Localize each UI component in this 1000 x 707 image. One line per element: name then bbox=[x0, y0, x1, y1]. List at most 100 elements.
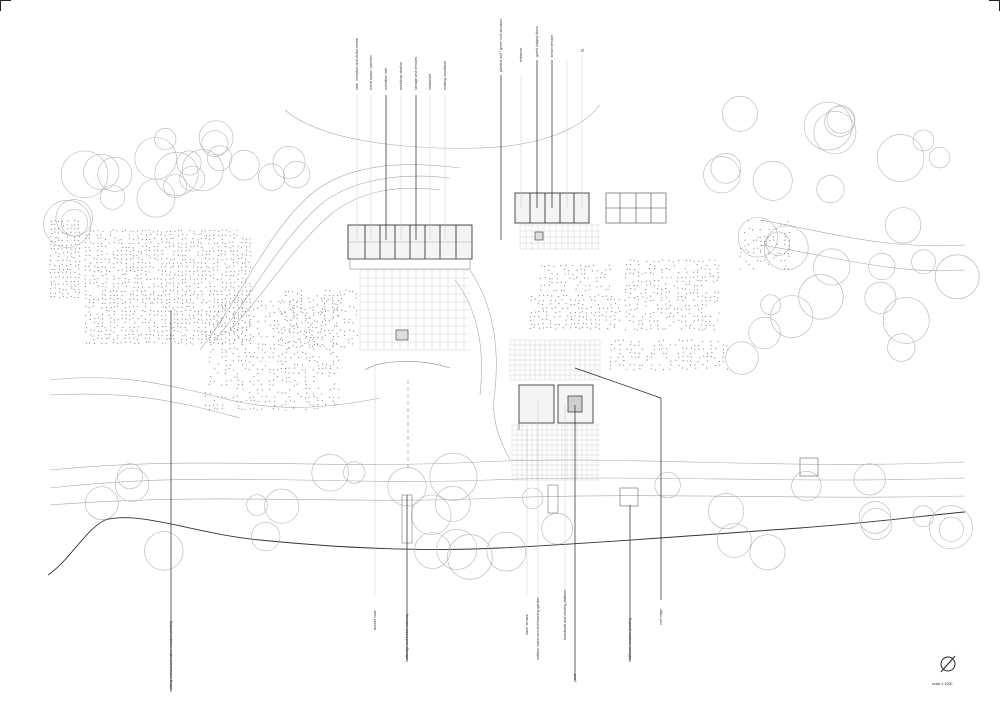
planting-dot bbox=[51, 268, 53, 271]
planting-dot bbox=[629, 284, 631, 286]
label-lower-terrace: lower terrace bbox=[525, 614, 529, 635]
planting-dot bbox=[157, 277, 159, 280]
planting-dot bbox=[214, 298, 216, 300]
planting-dot bbox=[101, 307, 103, 309]
planting-dot bbox=[625, 329, 627, 331]
planting-dot bbox=[609, 285, 611, 287]
planting-dot bbox=[668, 301, 670, 303]
planting-dot bbox=[177, 293, 179, 295]
north-arrow: scale 1:1000 bbox=[932, 655, 956, 686]
planting-dot bbox=[539, 277, 541, 280]
planting-dot bbox=[332, 346, 334, 348]
planting-dot bbox=[245, 307, 247, 309]
planting-dot bbox=[224, 373, 226, 375]
planting-dot bbox=[177, 242, 179, 245]
planting-dot bbox=[768, 263, 770, 265]
planting-dot bbox=[292, 310, 294, 312]
planting-dot bbox=[63, 252, 65, 254]
label-lodging: guest lodging block bbox=[535, 26, 539, 57]
planting-dot bbox=[653, 291, 655, 293]
tree-canopy bbox=[860, 508, 893, 540]
planting-dot bbox=[336, 308, 338, 310]
planting-dot bbox=[310, 324, 312, 326]
planting-dot bbox=[669, 344, 671, 346]
planting-dot bbox=[334, 303, 336, 305]
planting-dot bbox=[98, 237, 100, 239]
planting-dot bbox=[49, 288, 51, 290]
planting-dot bbox=[182, 233, 184, 236]
planting-dot bbox=[775, 255, 777, 257]
planting-dot bbox=[248, 261, 250, 263]
planting-dot bbox=[164, 319, 166, 321]
planting-dot bbox=[330, 353, 332, 355]
planting-dot bbox=[104, 266, 106, 268]
tree-canopy bbox=[114, 467, 150, 502]
planting-dot bbox=[156, 245, 159, 247]
planting-dot bbox=[249, 325, 251, 327]
planting-dot bbox=[186, 299, 188, 301]
planting-dot bbox=[249, 342, 251, 344]
planting-dot bbox=[249, 397, 251, 399]
planting-dot bbox=[710, 296, 712, 298]
planting-dot bbox=[216, 242, 219, 244]
planting-dot bbox=[182, 259, 184, 261]
planting-dot bbox=[595, 323, 597, 325]
planting-dot bbox=[217, 262, 219, 264]
planting-dot bbox=[668, 260, 670, 262]
planting-dot bbox=[335, 322, 337, 324]
planting-dot bbox=[529, 327, 532, 329]
planting-dot bbox=[220, 322, 222, 324]
label-cafe: cafe, reception and visitor centre bbox=[355, 38, 359, 90]
planting-dot bbox=[787, 220, 789, 223]
planting-dot bbox=[154, 254, 156, 256]
planting-dot bbox=[609, 323, 611, 325]
planting-dot bbox=[252, 396, 254, 398]
planting-dot bbox=[689, 325, 691, 327]
planting-dot bbox=[356, 310, 358, 312]
planting-dot bbox=[245, 315, 248, 317]
planting-dot bbox=[172, 307, 174, 309]
planting-dot bbox=[84, 269, 86, 271]
planting-dot bbox=[149, 330, 151, 332]
planting-dot bbox=[745, 249, 747, 251]
planting-dot bbox=[657, 325, 659, 327]
planting-dot bbox=[322, 367, 324, 369]
planting-dot bbox=[108, 310, 110, 312]
planting-dot bbox=[100, 237, 102, 239]
planting-dot bbox=[54, 240, 56, 242]
planting-dot bbox=[332, 351, 334, 353]
planting-dot bbox=[559, 311, 561, 313]
planting-dot bbox=[57, 232, 59, 234]
planting-dot bbox=[67, 292, 69, 294]
planting-dot bbox=[601, 272, 603, 274]
planting-dot bbox=[710, 344, 712, 346]
planting-dot bbox=[198, 319, 200, 321]
planting-dot bbox=[90, 230, 92, 232]
planting-dot bbox=[642, 323, 644, 325]
planting-dot bbox=[225, 289, 227, 291]
planting-dot bbox=[690, 364, 692, 366]
planting-dot bbox=[317, 397, 319, 399]
planting-dot bbox=[125, 230, 127, 232]
planting-dot bbox=[253, 351, 255, 353]
label-north: N bbox=[580, 49, 585, 52]
planting-dot bbox=[141, 267, 143, 269]
planting-dot bbox=[162, 306, 164, 308]
planting-dot bbox=[591, 312, 593, 314]
planting-dot bbox=[77, 224, 79, 226]
planting-dot bbox=[640, 319, 642, 321]
planting-dot bbox=[168, 262, 170, 264]
planting-dot bbox=[78, 255, 80, 257]
planting-dot bbox=[213, 290, 216, 292]
planting-dot bbox=[54, 264, 56, 267]
planting-dot bbox=[241, 408, 243, 410]
planting-dot bbox=[132, 266, 134, 268]
planting-dot bbox=[113, 299, 115, 301]
planting-dot bbox=[213, 342, 215, 344]
planting-dot bbox=[660, 293, 662, 295]
planting-dot bbox=[66, 259, 68, 261]
planting-dot bbox=[174, 274, 176, 276]
planting-dot bbox=[543, 266, 545, 268]
planting-dot bbox=[122, 274, 124, 276]
planting-dot bbox=[189, 294, 191, 296]
